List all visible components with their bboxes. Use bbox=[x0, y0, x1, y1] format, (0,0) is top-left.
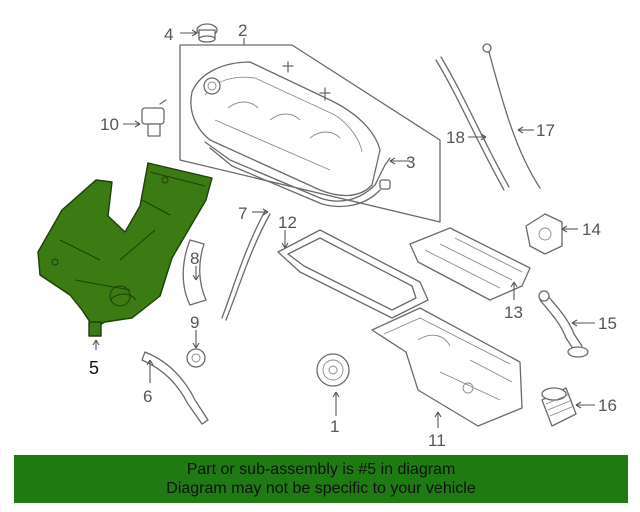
part-17-dipstick[interactable] bbox=[482, 43, 541, 189]
part-9-seal[interactable] bbox=[186, 348, 206, 368]
callout-4: 4 bbox=[164, 25, 173, 44]
callout-18: 18 bbox=[446, 128, 465, 147]
leader-lines bbox=[92, 29, 595, 428]
part-18-dipstick-tube[interactable] bbox=[435, 56, 510, 191]
callout-14: 14 bbox=[582, 220, 601, 239]
valve-cover-gasket bbox=[204, 141, 391, 202]
part-15-pickup-tube[interactable] bbox=[538, 290, 589, 358]
valve-cover-backdrop bbox=[179, 44, 441, 223]
part-8-chain-guide[interactable] bbox=[182, 239, 207, 306]
banner-line-1: Part or sub-assembly is #5 in diagram bbox=[186, 461, 456, 478]
part-14-oil-pump[interactable] bbox=[525, 213, 563, 255]
callout-8: 8 bbox=[190, 249, 199, 268]
callout-7: 7 bbox=[238, 204, 247, 223]
callout-17: 17 bbox=[536, 121, 555, 140]
part-1-pulley[interactable] bbox=[316, 353, 350, 387]
part-5-timing-cover-highlighted[interactable] bbox=[37, 162, 213, 337]
callout-9: 9 bbox=[190, 313, 199, 332]
callout-3: 3 bbox=[406, 153, 415, 172]
part-2-valve-cover[interactable] bbox=[179, 44, 441, 223]
callout-13: 13 bbox=[504, 303, 523, 322]
part-11-oil-pan[interactable] bbox=[371, 307, 523, 427]
callout-12: 12 bbox=[278, 213, 297, 232]
info-banner: Part or sub-assembly is #5 in diagram Di… bbox=[14, 455, 628, 503]
part-16-oil-filter[interactable] bbox=[541, 387, 577, 427]
part-13-windage-tray[interactable] bbox=[409, 227, 531, 301]
callout-11: 11 bbox=[428, 431, 446, 450]
part-10-sensor[interactable] bbox=[141, 99, 167, 137]
part-12-pan-gasket[interactable] bbox=[277, 229, 429, 319]
part-4-oil-cap[interactable] bbox=[196, 23, 218, 43]
callout-2: 2 bbox=[238, 21, 247, 40]
parts-diagram: 2 4 10 3 5 6 7 8 9 12 13 14 15 16 1 11 1… bbox=[37, 21, 617, 450]
callout-15: 15 bbox=[598, 314, 617, 333]
callout-6: 6 bbox=[143, 387, 152, 406]
callout-5: 5 bbox=[89, 358, 99, 378]
callout-10: 10 bbox=[100, 115, 119, 134]
banner-line-2: Diagram may not be specific to your vehi… bbox=[166, 480, 476, 497]
part-7-tube[interactable] bbox=[221, 210, 271, 321]
part-6-gasket[interactable] bbox=[141, 351, 209, 425]
timing-cover-body bbox=[37, 162, 213, 329]
callout-16: 16 bbox=[598, 396, 617, 415]
callout-1: 1 bbox=[330, 417, 339, 436]
valve-cover-body bbox=[190, 61, 381, 197]
